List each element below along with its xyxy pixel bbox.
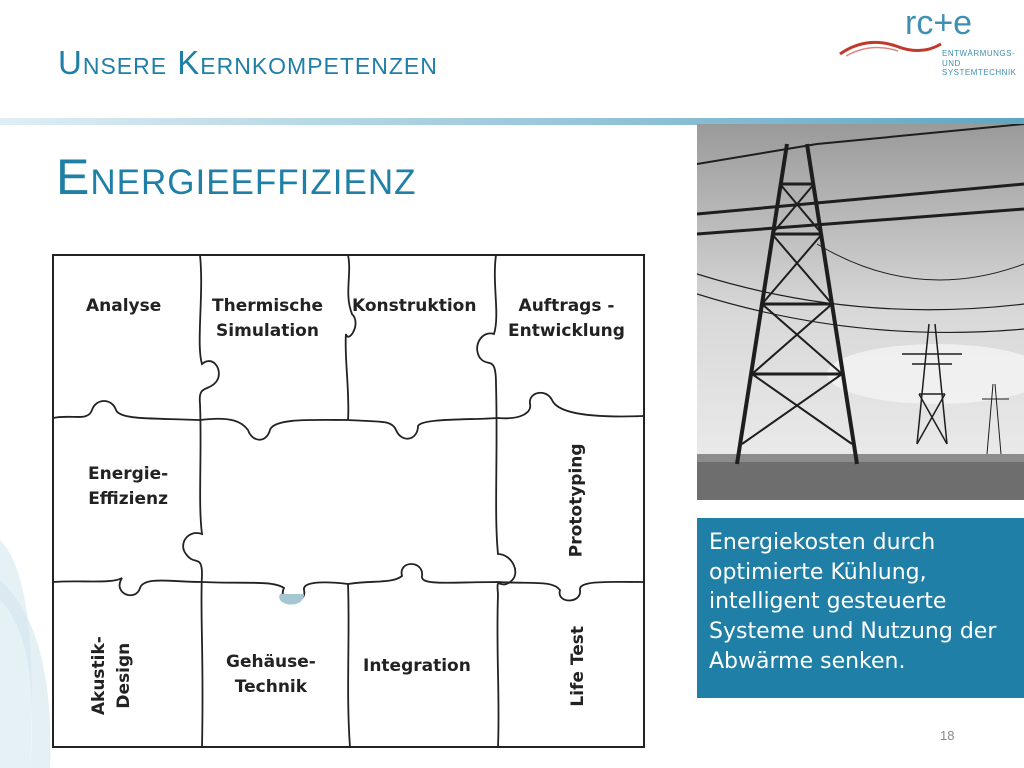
piece-auftrags-entwicklung: Auftrags - Entwicklung [508, 294, 625, 343]
logo-subtitle-line1: ENTWÄRMUNGS- [942, 49, 1016, 58]
power-pylon-photo [697, 124, 1024, 500]
logo-text: rc+e [905, 4, 973, 42]
caption-line2: optimierte Kühlung, [709, 559, 927, 585]
caption-line4: Systeme und Nutzung der [709, 619, 997, 645]
corner-swoosh [0, 540, 51, 768]
piece-akustik-line1: Akustik- [88, 636, 109, 716]
piece-auftrags-line2: Entwicklung [508, 320, 625, 341]
piece-gehaeuse-technik: Gehäuse- Technik [226, 650, 316, 699]
piece-life-test: Life Test [567, 626, 588, 707]
piece-gehaeuse-line2: Technik [234, 676, 308, 697]
piece-auftrags-line1: Auftrags - [518, 296, 615, 316]
header-title: Unsere Kernkompetenzen [58, 44, 438, 81]
page-title: Energieeffizienz [56, 149, 417, 205]
piece-gehaeuse-line1: Gehäuse- [226, 652, 316, 672]
company-logo [836, 6, 1016, 86]
piece-energie-effizienz: Energie- Effizienz [88, 462, 168, 511]
piece-prototyping: Prototyping [566, 443, 587, 558]
logo-subtitle: ENTWÄRMUNGS- UND SYSTEMTECHNIK [942, 49, 1024, 78]
competence-puzzle: Analyse Thermische Simulation Konstrukti… [52, 254, 645, 748]
piece-thermische-line1: Thermische [212, 296, 323, 316]
page-number: 18 [940, 728, 955, 743]
logo-subtitle-line2: UND SYSTEMTECHNIK [942, 58, 1017, 78]
piece-analyse: Analyse [86, 296, 162, 316]
piece-akustik-line2: Design [113, 642, 134, 709]
piece-thermische-simulation: Thermische Simulation [212, 294, 323, 343]
piece-integration: Integration [363, 656, 471, 676]
header-band [0, 118, 1024, 125]
piece-energie-line2: Effizienz [88, 488, 169, 509]
puzzle-outline [52, 254, 645, 748]
caption-line3: intelligent gesteuerte [709, 589, 947, 615]
caption-line1: Energiekosten durch [709, 530, 936, 555]
piece-thermische-line2: Simulation [216, 320, 319, 341]
piece-akustik-design: Akustik- Design [87, 636, 136, 715]
piece-konstruktion: Konstruktion [352, 296, 477, 316]
caption-box: Energiekosten durch optimierte Kühlung, … [697, 518, 1024, 698]
piece-energie-line1: Energie- [88, 464, 169, 484]
caption-line5: Abwärme senken. [709, 648, 906, 674]
